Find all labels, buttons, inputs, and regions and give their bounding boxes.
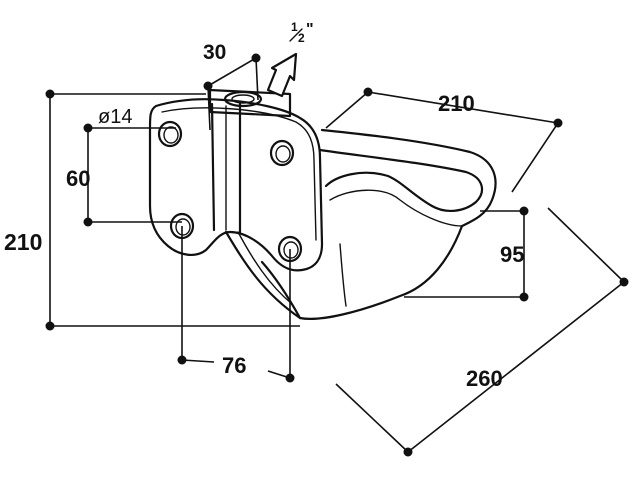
dimension-lines xyxy=(45,53,629,457)
bowl-width-label: 210 xyxy=(438,91,475,116)
hole-vertical-spacing-label: 60 xyxy=(66,166,90,191)
bowl-basin-edge xyxy=(329,189,463,227)
inlet-inch-mark: " xyxy=(306,21,314,38)
mounting-hole-top-right xyxy=(269,139,295,167)
mounting-hole-top-left xyxy=(157,120,183,148)
dim-overall-length xyxy=(335,207,629,457)
dim-hole-vertical-spacing xyxy=(83,123,182,227)
bowl-belly-inner xyxy=(237,231,293,305)
inlet-size-label: 1 2 " xyxy=(289,20,314,45)
dimension-labels: 1 2 " 30 ø14 60 210 210 95 76 260 xyxy=(4,20,524,391)
inlet-fraction-top: 1 xyxy=(291,20,298,34)
inlet-fraction-bottom: 2 xyxy=(298,31,305,45)
overall-length-label: 260 xyxy=(466,366,503,391)
water-bowl xyxy=(224,128,497,320)
hole-horizontal-spacing-label: 76 xyxy=(222,353,246,378)
bracket-width-label: 30 xyxy=(203,41,226,64)
dim-bracket-width xyxy=(203,53,261,131)
mounting-plate xyxy=(148,98,324,272)
bowl-belly xyxy=(224,230,302,320)
plate-outline xyxy=(148,98,324,272)
bowl-inner-contour xyxy=(339,243,347,307)
inlet-arrow xyxy=(266,52,298,98)
dim-bowl-depth xyxy=(404,206,529,302)
plate-inner-edge xyxy=(161,107,317,241)
overall-height-label: 210 xyxy=(4,229,42,255)
bowl-depth-label: 95 xyxy=(500,242,524,267)
dim-hole-horizontal-spacing xyxy=(177,226,295,383)
hole-diameter-label: ø14 xyxy=(98,106,132,128)
dim-overall-height xyxy=(45,89,300,331)
inlet-boss xyxy=(208,88,292,118)
dim-bowl-width xyxy=(325,87,563,193)
bowl-rim xyxy=(318,148,484,212)
plate-rib xyxy=(210,102,242,234)
